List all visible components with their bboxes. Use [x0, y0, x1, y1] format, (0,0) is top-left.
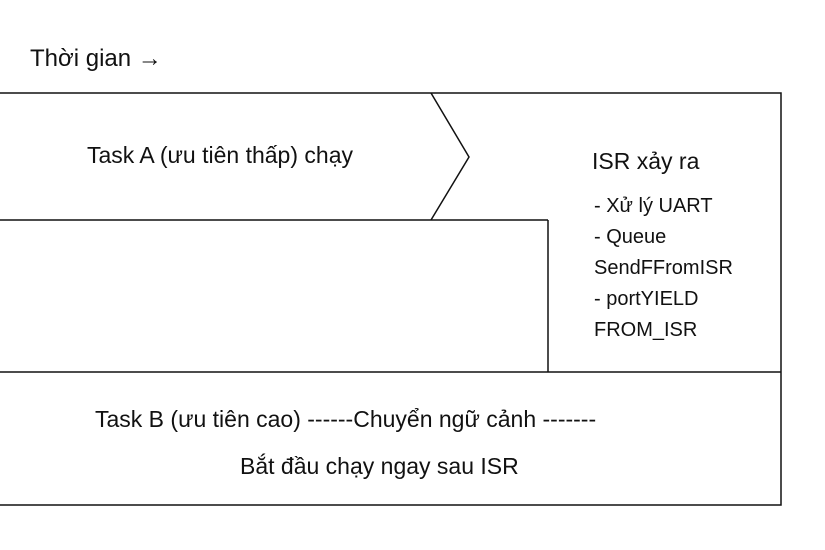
isr-step: FROM_ISR	[594, 319, 698, 341]
outer-frame	[0, 92, 782, 506]
task-a-arrow	[430, 92, 470, 221]
isr-title: ISR xảy ra	[592, 148, 700, 174]
isr-steps-list: - Xử lý UART - Queue SendFFromISR - port…	[594, 191, 733, 346]
task-b-sublabel: Bắt đầu chạy ngay sau ISR	[240, 453, 519, 479]
isr-step: - portYIELD	[594, 288, 699, 310]
task-b-label: Task B (ưu tiên cao) ------Chuyển ngữ cả…	[95, 406, 597, 432]
task-a-label: Task A (ưu tiên thấp) chạy	[87, 142, 353, 168]
isr-step: - Xử lý UART	[594, 195, 713, 217]
isr-step: SendFFromISR	[594, 257, 733, 279]
isr-step: - Queue	[594, 226, 667, 248]
time-axis-label: Thời gian →	[30, 45, 162, 72]
